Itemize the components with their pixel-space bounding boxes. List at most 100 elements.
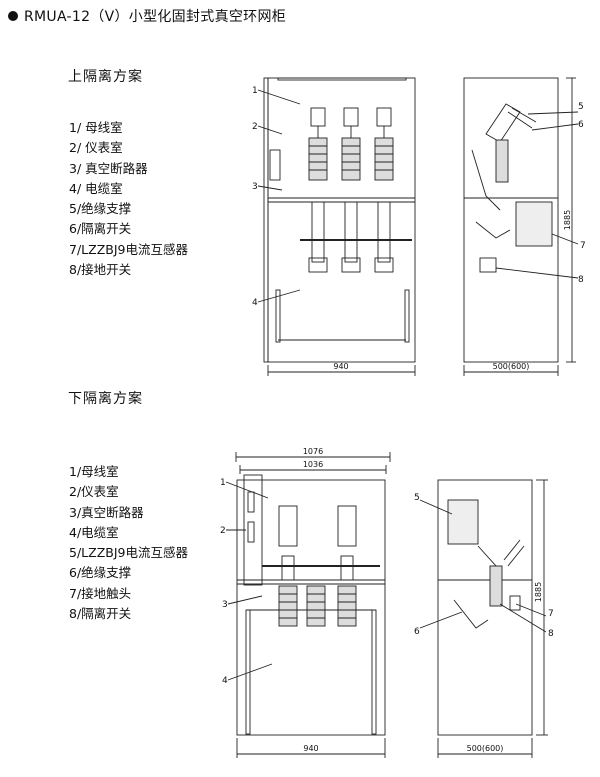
lower-busbar-link (340, 555, 354, 581)
callout-5: 5 (414, 493, 420, 503)
lower-ct (337, 505, 357, 547)
callout-7: 7 (580, 241, 586, 251)
upper-disconnector-blade (377, 201, 391, 263)
callout-3: 3 (252, 182, 258, 192)
lower-pole-sheds (307, 593, 325, 619)
callout-6: 6 (578, 120, 584, 130)
callout-3: 3 (222, 600, 228, 610)
callout-2: 2 (220, 526, 226, 536)
callout-leader (499, 603, 547, 633)
callout-leader (257, 125, 283, 135)
upper-side-width-dim: 500(600) (493, 362, 530, 371)
lower-vacuum-breaker-pole (337, 585, 357, 627)
lower-side-height-dim: 1885 (534, 582, 543, 602)
lower-legend-item: 6/绝缘支撑 (69, 565, 132, 581)
callout-leader (227, 595, 263, 605)
upper-vacuum-breaker-pole (308, 137, 328, 181)
upper-legend-item: 2/ 仪表室 (69, 140, 123, 156)
callout-leader (495, 267, 579, 279)
lower-front-cable-post (371, 609, 377, 735)
lower-side-insulator-support (453, 599, 489, 629)
upper-side-breaker-pole (495, 139, 509, 183)
callout-leader (419, 499, 453, 515)
upper-ct-block (374, 257, 394, 273)
upper-legend: 1/ 母线室 2/ 仪表室 3/ 真空断路器 4/ 电缆室 5/绝缘支撑 6/隔… (69, 118, 188, 280)
lower-pole-sheds (279, 593, 297, 619)
callout-2: 2 (252, 122, 258, 132)
upper-disconnector-blade (344, 201, 358, 263)
lower-legend-item: 8/隔离开关 (69, 606, 132, 622)
lower-legend-item: 4/电缆室 (69, 524, 119, 540)
lower-legend-item: 1/母线室 (69, 464, 119, 479)
upper-side-busbar (471, 149, 501, 211)
lower-side-width-dim: 500(600) (467, 744, 504, 753)
callout-leader (515, 603, 547, 617)
upper-side-height-dim: 1885 (563, 210, 572, 230)
upper-side-isolator-arm (507, 107, 537, 129)
upper-legend-item: 6/隔离开关 (69, 221, 132, 237)
upper-vacuum-breaker-pole (374, 137, 394, 181)
upper-legend-item: 5/绝缘支撑 (69, 201, 132, 217)
lower-vacuum-breaker-pole (278, 585, 298, 627)
lower-front-width-dim: 940 (303, 744, 318, 753)
upper-pole-sheds (309, 145, 327, 171)
callout-leader (225, 481, 269, 499)
callout-leader (227, 663, 273, 681)
lower-legend-item: 5/LZZBJ9电流互感器 (69, 545, 188, 561)
upper-ct-block (308, 257, 328, 273)
upper-side-view: 5 6 7 8 500(600) 1885 (463, 77, 586, 376)
lower-front-outer-dim: 1076 (303, 447, 323, 456)
upper-front-width-dim: 940 (333, 362, 348, 371)
lower-front-phase-c (337, 505, 357, 627)
lower-side-earth-contact (509, 595, 521, 611)
upper-ct-block (341, 257, 361, 273)
lower-front-instrument-panel (243, 474, 263, 586)
callout-4: 4 (222, 676, 228, 686)
upper-side-earth-block (479, 257, 497, 273)
upper-front-cable-post (404, 289, 410, 343)
callout-leader (551, 233, 579, 245)
upper-front-cable-post (275, 289, 281, 343)
upper-busbar-insulator (310, 107, 326, 127)
upper-pole-sheds (342, 145, 360, 171)
upper-legend-item: 1/ 母线室 (69, 120, 123, 135)
upper-pole-sheds (375, 145, 393, 171)
callout-7: 7 (548, 609, 554, 619)
upper-side-cabinet (463, 77, 559, 363)
bullet-icon (8, 11, 18, 21)
upper-side-insulator-support (485, 103, 521, 143)
upper-side-ct (515, 201, 553, 247)
callout-leader (531, 123, 579, 131)
upper-legend-item: 7/LZZBJ9电流互感器 (69, 241, 188, 257)
callout-leader (257, 289, 301, 303)
callout-leader (527, 111, 579, 115)
lower-legend: 1/母线室 2/仪表室 3/真空断路器 4/电缆室 5/LZZBJ9电流互感器 … (69, 462, 188, 624)
lower-vacuum-breaker-pole (306, 585, 326, 627)
lower-legend-item: 2/仪表室 (69, 484, 119, 500)
page-title: RMUA-12（V）小型化固封式真空环网柜 (8, 6, 286, 26)
callout-leader (257, 89, 301, 105)
lower-legend-item: 7/接地触头 (69, 585, 132, 601)
upper-front-handle (269, 149, 281, 181)
upper-front-phase-c (374, 107, 394, 273)
lower-side-isolator-arm (503, 539, 525, 567)
lower-front-view: 1076 1036 (220, 447, 391, 758)
lower-front-phase-a (278, 505, 298, 627)
lower-front-handle (247, 491, 255, 513)
upper-front-side-rail (263, 77, 269, 363)
lower-side-view: 5 6 7 8 500(600) 1885 (414, 479, 554, 758)
callout-6: 6 (414, 627, 420, 637)
upper-legend-item: 3/ 真空断路器 (69, 160, 148, 176)
upper-side-earthing-switch (475, 221, 511, 239)
lower-front-cabinet (236, 479, 386, 736)
callout-8: 8 (548, 629, 554, 639)
lower-side-ct (447, 499, 479, 545)
lower-front-inner-dim: 1036 (303, 460, 323, 469)
upper-front-phase-b (341, 107, 361, 273)
lower-side-cabinet (437, 479, 533, 736)
lower-busbar-link (281, 555, 295, 581)
callout-leader (419, 611, 463, 629)
upper-vacuum-breaker-pole (341, 137, 361, 181)
upper-legend-item: 4/ 电缆室 (69, 180, 123, 196)
